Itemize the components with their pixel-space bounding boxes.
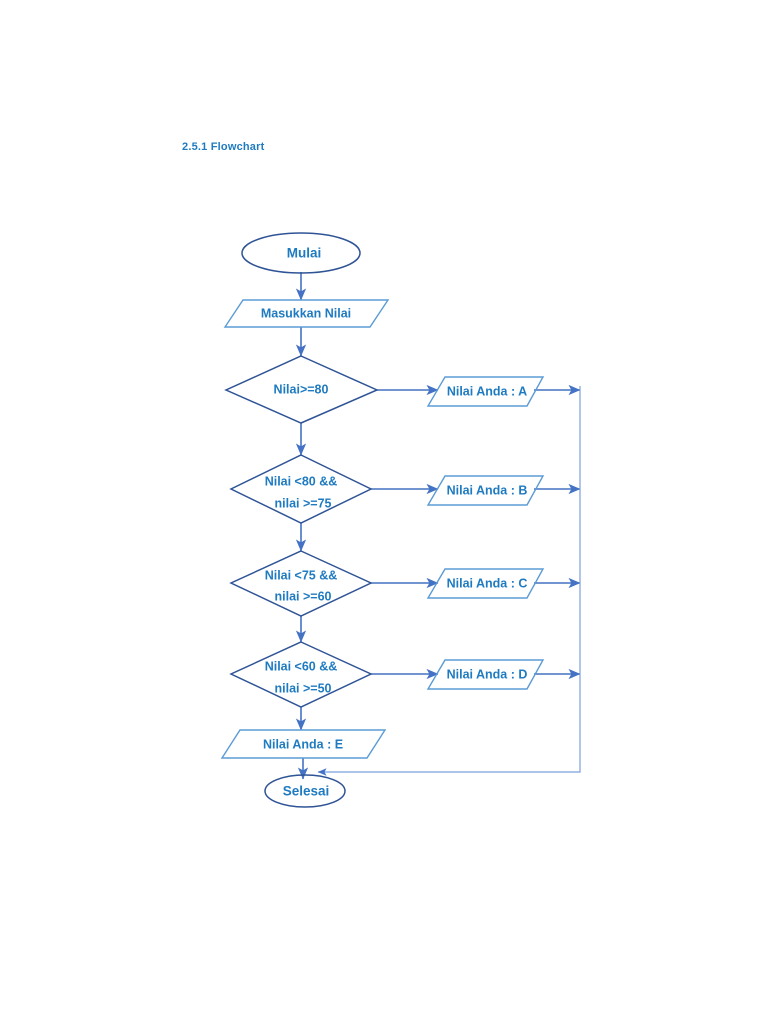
input-parallelogram xyxy=(223,299,390,328)
node-output-d[interactable]: Nilai Anda : D xyxy=(426,659,545,690)
output-c-parallelogram xyxy=(426,568,545,599)
output-e-label: Nilai Anda : E xyxy=(263,737,343,751)
output-e-parallelogram xyxy=(220,729,387,759)
page-title: 2.5.1 Flowchart xyxy=(182,141,265,153)
node-output-c[interactable]: Nilai Anda : C xyxy=(426,568,545,599)
output-d-parallelogram xyxy=(426,659,545,690)
end-label: Selesai xyxy=(283,784,330,799)
start-ellipse xyxy=(241,232,361,274)
node-decision-4[interactable]: Nilai <60 && nilai >=50 xyxy=(229,641,373,708)
output-d-label: Nilai Anda : D xyxy=(447,667,528,681)
connector-layer xyxy=(295,272,581,780)
decision-4-label-line1: Nilai <60 && xyxy=(265,659,338,673)
output-b-parallelogram xyxy=(426,475,545,506)
decision-2-diamond xyxy=(229,454,373,524)
decision-1-label: Nilai>=80 xyxy=(274,382,329,396)
return-bus-line xyxy=(317,386,581,776)
output-a-parallelogram xyxy=(426,376,545,407)
end-ellipse xyxy=(264,774,346,808)
output-a-label: Nilai Anda : A xyxy=(447,384,527,398)
node-decision-3[interactable]: Nilai <75 && nilai >=60 xyxy=(229,550,373,617)
node-end[interactable]: Selesai xyxy=(264,774,346,808)
node-output-b[interactable]: Nilai Anda : B xyxy=(426,475,545,506)
decision-4-label-line2: nilai >=50 xyxy=(275,681,332,695)
decision-2-label-line2: nilai >=75 xyxy=(275,496,332,510)
input-label: Masukkan Nilai xyxy=(261,306,351,320)
decision-2-label-line1: Nilai <80 && xyxy=(265,474,338,488)
node-decision-2[interactable]: Nilai <80 && nilai >=75 xyxy=(229,454,373,524)
decision-3-label-line1: Nilai <75 && xyxy=(265,568,338,582)
decision-4-diamond xyxy=(229,641,373,708)
node-start[interactable]: Mulai xyxy=(241,232,361,274)
decision-3-label-line2: nilai >=60 xyxy=(275,589,332,603)
node-decision-1[interactable]: Nilai>=80 xyxy=(224,355,379,424)
node-output-a[interactable]: Nilai Anda : A xyxy=(426,376,545,407)
decision-1-diamond xyxy=(224,355,379,424)
node-output-e[interactable]: Nilai Anda : E xyxy=(220,729,387,759)
output-b-label: Nilai Anda : B xyxy=(447,483,528,497)
start-label: Mulai xyxy=(287,246,322,261)
node-input[interactable]: Masukkan Nilai xyxy=(223,299,390,328)
output-c-label: Nilai Anda : C xyxy=(447,576,528,590)
decision-3-diamond xyxy=(229,550,373,617)
